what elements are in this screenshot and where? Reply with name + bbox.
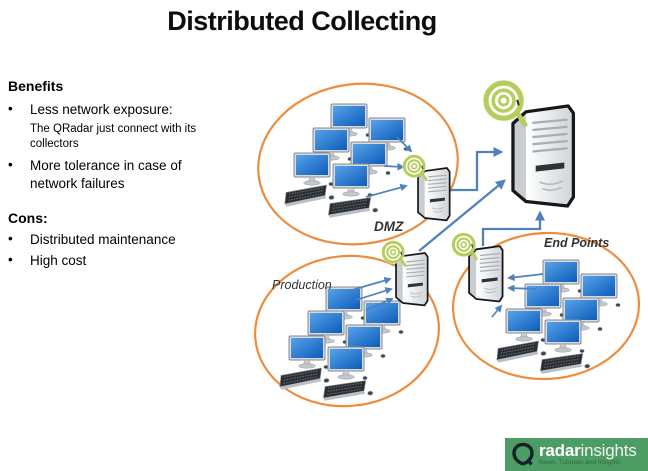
collector-to-server-arrows — [418, 146, 546, 252]
cons-item-1: • Distributed maintenance — [8, 231, 233, 249]
workstation-to-collector-arrows — [351, 136, 544, 318]
bullet-marker: • — [8, 101, 13, 116]
bullet-marker: • — [8, 231, 13, 246]
logo-text: radarinsights News, Tutorials and Insigh… — [539, 442, 637, 467]
slide-title: Distributed Collecting — [167, 6, 437, 36]
zone-label-production: Production — [272, 278, 332, 292]
benefits-heading: Benefits — [8, 78, 64, 94]
logo-brand-bold: radar — [539, 441, 581, 461]
bullet-marker: • — [8, 156, 13, 172]
bullet-marker: • — [8, 251, 13, 267]
benefit-item-1: • Less network exposure: The QRadar just… — [8, 101, 233, 152]
cons-section: Cons: • Distributed maintenance • High c… — [8, 210, 233, 273]
benefits-section: Benefits • Less network exposure: The QR… — [8, 78, 233, 197]
endpoints-radar-icon — [449, 230, 478, 261]
radarinsights-logo: radarinsights News, Tutorials and Insigh… — [505, 438, 648, 471]
endpoints-connector-arrow — [481, 210, 546, 246]
benefit-item-2-text: More tolerance in case of network failur… — [30, 157, 182, 191]
production-workstations — [278, 287, 403, 401]
benefit-item-1-text: Less network exposure: — [30, 102, 173, 117]
logo-tagline: News, Tutorials and Insights — [539, 459, 621, 467]
zone-label-dmz: DMZ — [374, 219, 404, 234]
dmz-radar-icon — [400, 152, 428, 182]
dmz-workstations — [283, 104, 408, 218]
cons-item-2-text: High cost — [30, 252, 87, 268]
cons-item-1-text: Distributed maintenance — [30, 232, 176, 247]
zone-label-endpoints: End Points — [544, 236, 609, 250]
zone-endpoints-ellipse — [451, 231, 641, 381]
zone-production-ellipse — [254, 254, 440, 408]
benefit-item-1-subtext: The QRadar just connect with its collect… — [30, 122, 197, 150]
zone-dmz-ellipse — [257, 82, 459, 246]
logo-brand-light: insights — [580, 441, 637, 461]
production-connector-arrow — [418, 179, 506, 252]
radarinsights-shield-icon — [512, 442, 534, 466]
qradar-logo-icon — [483, 80, 525, 125]
cons-heading: Cons: — [8, 210, 48, 226]
cons-item-2: • High cost — [8, 252, 233, 270]
benefit-item-2: • More tolerance in case of network fail… — [8, 157, 233, 193]
dmz-connector-arrow — [450, 146, 504, 192]
